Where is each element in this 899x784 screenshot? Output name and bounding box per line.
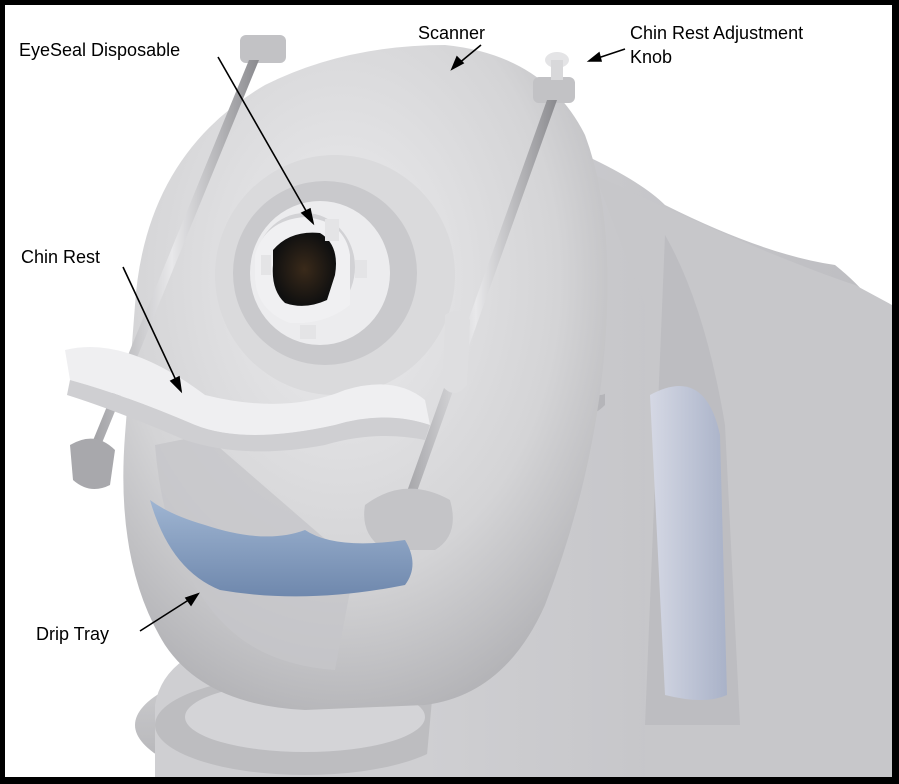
label-drip-tray: Drip Tray: [36, 623, 109, 645]
eyepiece: [215, 155, 455, 395]
label-chin-rest-knob-line1: Chin Rest Adjustment: [630, 22, 803, 44]
device-illustration: EyeSeal Disposable Scanner Chin Rest Adj…: [5, 5, 892, 777]
label-chin-rest-knob-line2: Knob: [630, 46, 672, 68]
label-chin-rest: Chin Rest: [21, 246, 100, 268]
device-drawing: [5, 5, 892, 777]
label-eyeseal-disposable: EyeSeal Disposable: [19, 39, 180, 61]
label-scanner: Scanner: [418, 22, 485, 44]
knob-arrowhead: [589, 53, 601, 61]
